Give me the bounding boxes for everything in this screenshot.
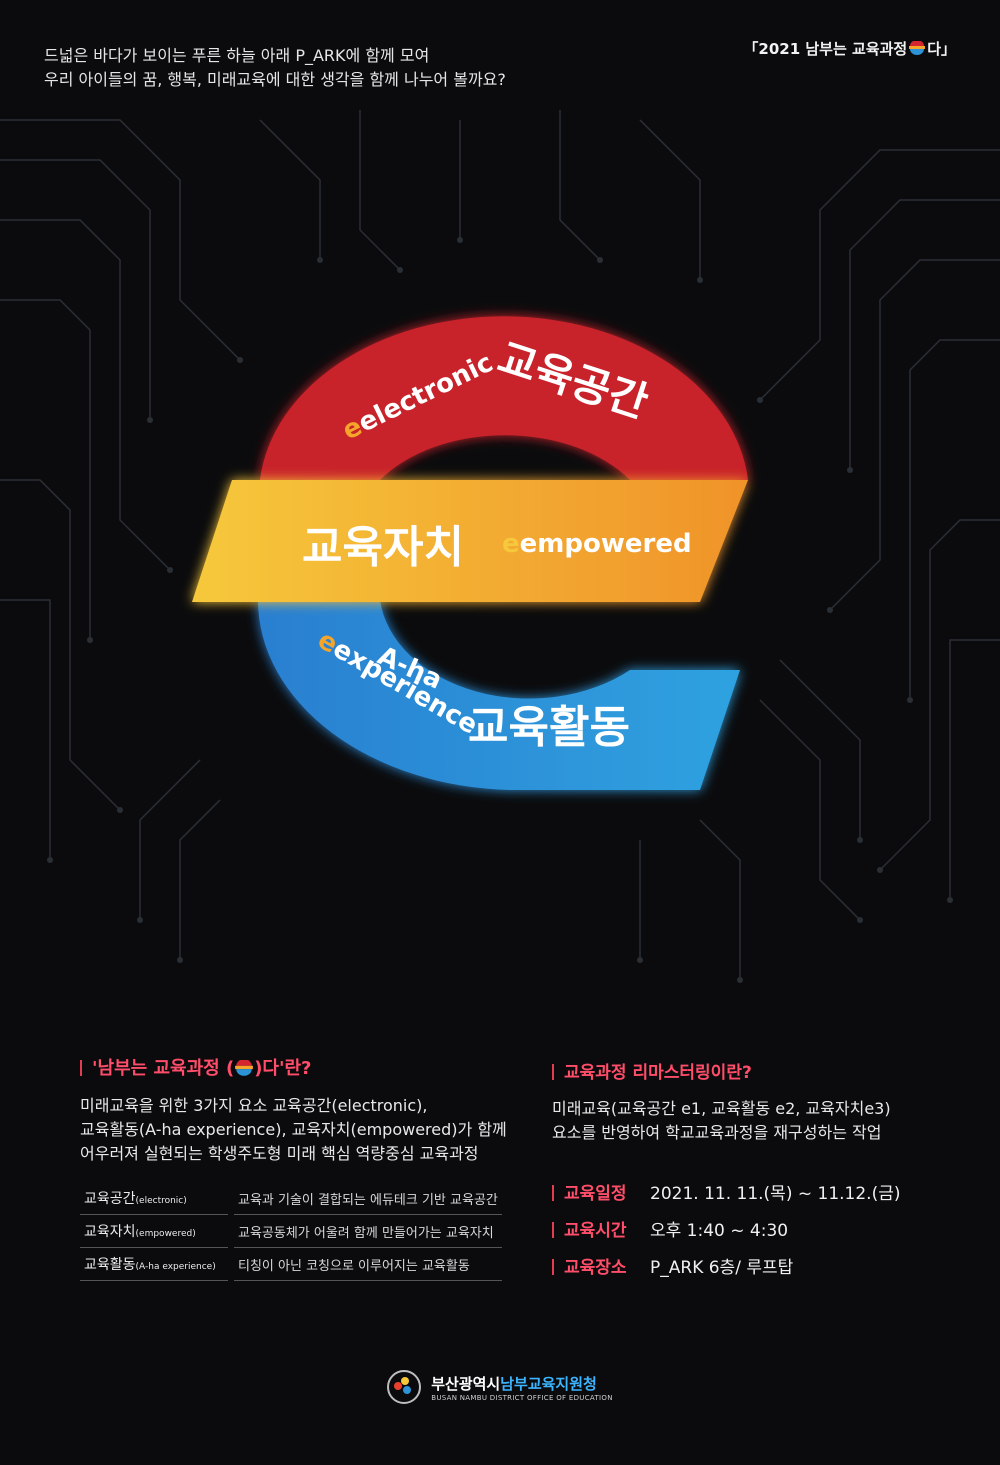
org-name: 부산광역시남부교육지원청: [431, 1374, 597, 1393]
e-logo-icon: [909, 40, 926, 55]
blue-ko-label: 교육활동: [468, 702, 630, 753]
e-emblem: eelectronic 교육공간 교육자치 eempowered A-ha ee…: [192, 316, 748, 790]
red-arc: [260, 316, 748, 480]
orange-ko-label: 교육자치: [302, 522, 464, 573]
remastering-heading: 교육과정 리마스터링이란?: [552, 1058, 972, 1083]
concept-description: 미래교육을 위한 3가지 요소 교육공간(electronic), 교육활동(A…: [80, 1096, 507, 1163]
e-logo-icon: [235, 1059, 254, 1076]
intro-line-1: 드넓은 바다가 보이는 푸른 하늘 아래 P_ARK에 함께 모여: [44, 46, 430, 65]
remastering-section: 교육과정 리마스터링이란? 미래교육(교육공간 e1, 교육활동 e2, 교육자…: [552, 1058, 972, 1290]
svg-text:eempowered: eempowered: [502, 529, 692, 559]
empowered-label: empowered: [520, 529, 692, 559]
org-logo: 부산광역시남부교육지원청 BUSAN NAMBU DISTRICT OFFICE…: [387, 1370, 613, 1404]
concept-heading: '남부는 교육과정 ()다'란?: [80, 1054, 530, 1080]
table-row: 교육활동(A-ha experience) 티칭이 아닌 코칭으로 이루어지는 …: [80, 1248, 502, 1281]
org-name-en: BUSAN NAMBU DISTRICT OFFICE OF EDUCATION: [431, 1393, 613, 1402]
concept-section: '남부는 교육과정 ()다'란? 미래교육을 위한 3가지 요소 교육공간(el…: [80, 1054, 530, 1281]
campaign-tag-end: 다」: [927, 40, 956, 58]
campaign-tag-text: 「2021 남부는 교육과정: [743, 40, 908, 58]
circuit-background: [0, 110, 1000, 983]
blue-arc: [257, 600, 740, 790]
org-emblem-icon: [387, 1370, 422, 1404]
table-row: 교육자치(empowered) 교육공동체가 어울려 함께 만들어가는 교육자치: [80, 1215, 502, 1248]
intro-text: 드넓은 바다가 보이는 푸른 하늘 아래 P_ARK에 함께 모여 우리 아이들…: [44, 44, 506, 92]
intro-line-2: 우리 아이들의 꿈, 행복, 미래교육에 대한 생각을 함께 나누어 볼까요?: [44, 70, 506, 89]
remastering-description: 미래교육(교육공간 e1, 교육활동 e2, 교육자치e3) 요소를 반영하여 …: [552, 1099, 891, 1142]
orange-band: [192, 480, 748, 602]
campaign-tag: 「2021 남부는 교육과정 다」: [743, 38, 956, 59]
footer: 부산광역시남부교육지원청 BUSAN NAMBU DISTRICT OFFICE…: [0, 1370, 1000, 1408]
elements-table: 교육공간(electronic) 교육과 기술이 결합되는 에듀테크 기반 교육…: [74, 1182, 508, 1281]
table-row: 교육공간(electronic) 교육과 기술이 결합되는 에듀테크 기반 교육…: [80, 1182, 502, 1215]
